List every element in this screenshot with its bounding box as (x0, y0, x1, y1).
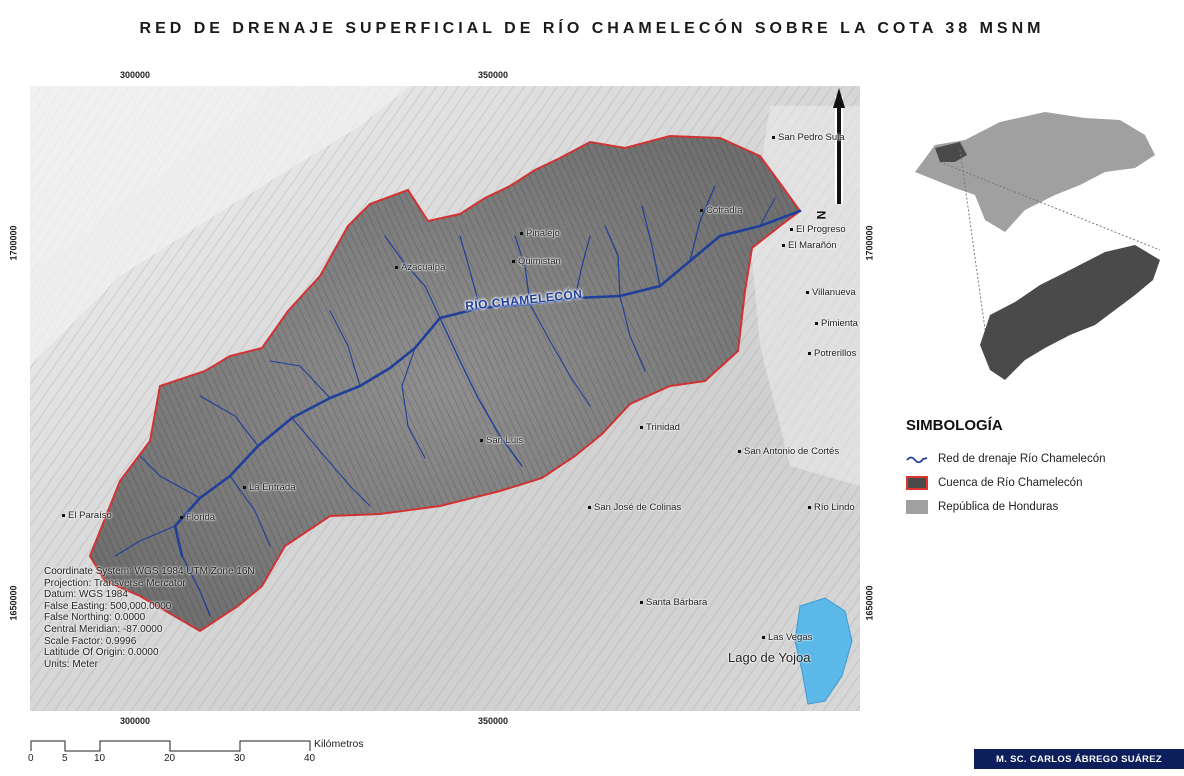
place-san-jose-de-colinas: San José de Colinas (588, 502, 681, 513)
north-letter: N (814, 210, 829, 220)
place-el-maranon: El Marañón (782, 240, 837, 251)
place-san-luis: San Luis (480, 435, 523, 446)
legend-label: Red de drenaje Río Chamelecón (938, 453, 1106, 465)
coastal-plain (30, 86, 410, 366)
grid-y-label-left-1700000: 1700000 (8, 225, 19, 261)
north-arrow-icon (833, 88, 845, 204)
scale-bar-graphic (30, 740, 311, 752)
place-potrerillos: Potrerillos (808, 348, 856, 359)
projection-info: Coordinate System: WGS 1984 UTM Zone 16N… (44, 566, 255, 670)
place-santa-barbara: Santa Bárbara (640, 597, 707, 608)
projection-line: Scale Factor: 0.9996 (44, 635, 137, 647)
legend-item-basin: Cuenca de Río Chamelecón (906, 474, 1082, 492)
projection-line: False Northing: 0.0000 (44, 612, 146, 624)
grid-x-label-bottom-300000: 300000 (120, 716, 151, 726)
grid-x-label-top-300000: 300000 (120, 70, 151, 80)
projection-line: Datum: WGS 1984 (44, 589, 128, 601)
basin-inset-shape (980, 245, 1160, 380)
grid-y-label-right-1650000: 1650000 (864, 585, 875, 621)
country-swatch-icon (906, 500, 928, 514)
place-trinidad: Trinidad (640, 422, 680, 433)
inset-connector-lines (939, 149, 1161, 366)
honduras-shape (915, 112, 1155, 232)
projection-line: Projection: Transverse Mercator (44, 577, 186, 589)
main-map (30, 86, 860, 711)
place-pimienta: Pimienta (815, 318, 858, 329)
place-villanueva: Villanueva (806, 287, 856, 298)
lake-yojoa (794, 597, 853, 705)
place-la-entrada: La Entrada (243, 482, 295, 493)
legend-label: República de Honduras (938, 501, 1059, 513)
basin-swatch-icon (906, 476, 928, 490)
projection-line: Coordinate System: WGS 1984 UTM Zone 16N (44, 566, 255, 577)
place-rio-lindo: Río Lindo (808, 502, 855, 513)
grid-y-label-left-1650000: 1650000 (8, 585, 19, 621)
place-azacualpa: Azacualpa (395, 262, 445, 273)
scale-tick-5: 5 (62, 753, 68, 764)
legend-label: Cuenca de Río Chamelecón (938, 477, 1083, 489)
scale-tick-40: 40 (304, 753, 316, 764)
lake-label: Lago de Yojoa (728, 650, 811, 665)
scale-tick-30: 30 (234, 753, 246, 764)
basin-relief (90, 136, 800, 631)
drainage-network (114, 185, 802, 617)
place-san-pedro-sula: San Pedro Sula (772, 132, 845, 143)
projection-line: Latitude Of Origin: 0.0000 (44, 647, 159, 659)
projection-line: Central Meridian: -87.0000 (44, 623, 163, 635)
place-cofradia: Cofradía (700, 205, 742, 216)
grid-x-label-bottom-350000: 350000 (478, 716, 509, 726)
legend-item-drainage: Red de drenaje Río Chamelecón (906, 450, 1106, 468)
grid-y-label-right-1700000: 1700000 (864, 225, 875, 261)
place-quimistan: Quimistán (512, 256, 561, 267)
grid-x-label-top-350000: 350000 (478, 70, 509, 80)
scale-tick-10: 10 (94, 753, 106, 764)
place-florida: Florida (180, 512, 215, 523)
place-el-paraiso: El Paraíso (62, 510, 112, 521)
scale-bar: 0 5 10 20 30 40 Kilómetros (28, 738, 364, 768)
map-title: RED DE DRENAJE SUPERFICIAL DE RÍO CHAMEL… (139, 20, 1045, 37)
projection-line: False Easting: 500,000.0000 (44, 600, 172, 612)
inset-basin-map (980, 245, 1160, 380)
legend-title: SIMBOLOGÍA (906, 417, 1003, 434)
place-el-progreso: El Progreso (790, 224, 846, 235)
place-pinalejo: Pinalejo (520, 228, 560, 239)
scale-unit: Kilómetros (314, 738, 364, 750)
basin-location-marker (935, 142, 967, 162)
scale-tick-0: 0 (28, 753, 34, 764)
inset-honduras-map (915, 112, 1155, 232)
scale-tick-20: 20 (164, 753, 176, 764)
place-las-vegas: Las Vegas (762, 632, 812, 643)
legend-item-country: República de Honduras (906, 498, 1058, 516)
river-line-icon (906, 456, 928, 464)
projection-line: Units: Meter (44, 658, 98, 670)
place-san-antonio-de-cortes: San Antonio de Cortés (738, 446, 839, 457)
author-credit: M. SC. CARLOS ÁBREGO SUÁREZ (974, 749, 1184, 769)
